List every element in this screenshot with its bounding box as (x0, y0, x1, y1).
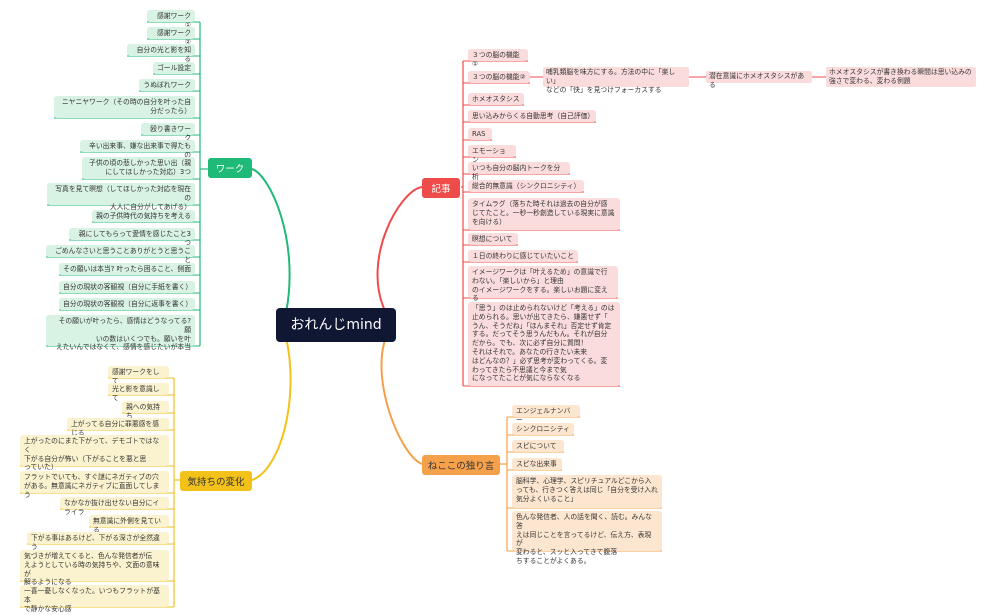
work-item[interactable]: 自分の現状の客観視（自分に返事を書く） (59, 298, 195, 310)
monologue-item[interactable]: シンクロニシティ (512, 423, 574, 435)
notes-item[interactable]: タイムラグ（落ちた時それは過去の自分が感 じてたこと。一秒一秒創造している現実に… (468, 198, 620, 230)
central-topic[interactable]: おれんじmind (276, 308, 396, 342)
notes-item[interactable]: エモーション (468, 145, 516, 164)
notes-item[interactable]: イメージワークは「叶えるため」の意識で行 わない。「楽しいから」と理由 のイメー… (468, 266, 618, 302)
work-item[interactable]: 子供の頃の悲しかった思い出（親 にしてほしかった対応）3つ (82, 157, 195, 179)
notes-chain-item[interactable]: ホメオスタシスが書き換わる瞬間は思い込みの 強さで変わる、変わる例題 (826, 67, 976, 87)
notes-item[interactable]: いつも自分の脳内トークを分析 (468, 162, 570, 181)
wire-central-feelings (251, 336, 292, 481)
wire-central-work (251, 168, 291, 314)
work-item[interactable]: 辛い出来事、嫌な出来事で得たもの (80, 140, 195, 159)
work-item[interactable]: 殴り書きワーク (141, 123, 195, 142)
notes-item[interactable]: 思い込みからくる自動思考（自己評価） (468, 110, 596, 122)
feelings-item[interactable]: 上がってる自分に罪悪感を感じる (67, 418, 169, 437)
work-item[interactable]: 自分の光と影を知る (127, 44, 195, 63)
work-item[interactable]: 親にしてもらって愛情を感じたこと3つ (69, 228, 195, 247)
notes-item[interactable]: 総合的無意識（シンクロニシティ） (468, 180, 584, 192)
feelings-item[interactable]: フラットでいても、すぐ謎にネガティブの穴 がある。無意識にネガティブに直面してし… (20, 471, 169, 499)
monologue-item[interactable]: スピな出来事 (512, 458, 562, 470)
feelings-item[interactable]: 無意識に外側を見ている (89, 515, 169, 534)
branch-feelings[interactable]: 気持ちの変化 (180, 471, 252, 491)
wire-central-notes (376, 186, 423, 314)
notes-chain-item[interactable]: 潜在意識にホメオスタシスがある (706, 71, 812, 89)
notes-item[interactable]: 「思う」のは止められないけど「考える」のは 止められる。思いが出てきたら、嫌悪せ… (468, 302, 620, 386)
work-item[interactable]: その願いが叶ったら、感情はどうなってる? 願 いの数はいくつでも。願いを叶 えた… (46, 315, 195, 351)
wire-central-monologue (380, 336, 423, 465)
notes-item[interactable]: 瞑想について (468, 233, 518, 245)
work-item[interactable]: 感謝ワーク① (147, 10, 195, 29)
work-item[interactable]: ゴール設定 (153, 62, 195, 74)
branch-notes[interactable]: 記事 (422, 178, 460, 198)
branch-work[interactable]: ワーク (208, 158, 252, 178)
work-item[interactable]: 写真を見て瞑想（してほしかった対応を現在の 大人に自分がしてあげる） (47, 183, 195, 211)
notes-item[interactable]: RAS (468, 128, 492, 140)
feelings-item[interactable]: 上がったのにまた下がって、デモゴトではなく 下がる自分が怖い（下がることを悪と思… (20, 435, 169, 471)
feelings-item[interactable]: 親への気持ち (122, 401, 169, 420)
notes-chain-item[interactable]: 哺乳類脳を味方にする。方法の中に「楽しい」 などの「快」を見つけフォーカスする (543, 67, 689, 94)
work-item[interactable]: うぬぼれワーク (139, 79, 195, 91)
monologue-item[interactable]: スピについて (512, 440, 564, 452)
work-item[interactable]: その願いは本当? 叶ったら困ること、側面 (59, 263, 195, 275)
work-item[interactable]: ごめんなさいと思うことありがとうと思うこと (46, 245, 195, 264)
feelings-item[interactable]: 感謝ワークをして (108, 366, 169, 385)
branch-monologue[interactable]: ねここの独り言 (422, 455, 500, 475)
monologue-item[interactable]: 色んな発信者、人の話を聞く、読む。みんな答 えは同じことを言ってるけど、伝え方、… (512, 511, 662, 565)
feelings-item[interactable]: なかなか抜け出せない自分にイライラ (60, 497, 169, 516)
notes-item[interactable]: ３つの脳の機能① (468, 49, 528, 68)
feelings-item[interactable]: 一喜一憂しなくなった。いつもフラットが基本 で静かな安心感 (20, 585, 169, 613)
notes-item[interactable]: ホメオスタシス (468, 93, 524, 105)
monologue-item[interactable]: エンジェルナンバー (512, 405, 580, 424)
feelings-item[interactable]: 気づきが増えてくると、色んな発信者が伝 えようとしている時の気持ちや、文面の意味… (20, 550, 169, 586)
work-item[interactable]: 感謝ワーク② (147, 27, 195, 46)
feelings-item[interactable]: 光と影を意識して (108, 383, 169, 402)
notes-item[interactable]: １日の終わりに感じていたいこと (468, 250, 578, 262)
work-item[interactable]: ニヤニヤワーク（その時の自分を叶った自 分だったら） (54, 96, 195, 118)
notes-item[interactable]: ３つの脳の機能② (468, 71, 530, 83)
work-item[interactable]: 親の子供時代の気持ちを考える (92, 210, 195, 222)
work-item[interactable]: 自分の現状の客観視（自分に手紙を書く） (59, 281, 195, 293)
monologue-item[interactable]: 脳科学、心理学、スピリチュアルどこから入 っても、行きつく答えは同じ「自分を受け… (512, 475, 662, 508)
feelings-item[interactable]: 下がる事はあるけど、下がる深さが全然違う (27, 532, 169, 551)
